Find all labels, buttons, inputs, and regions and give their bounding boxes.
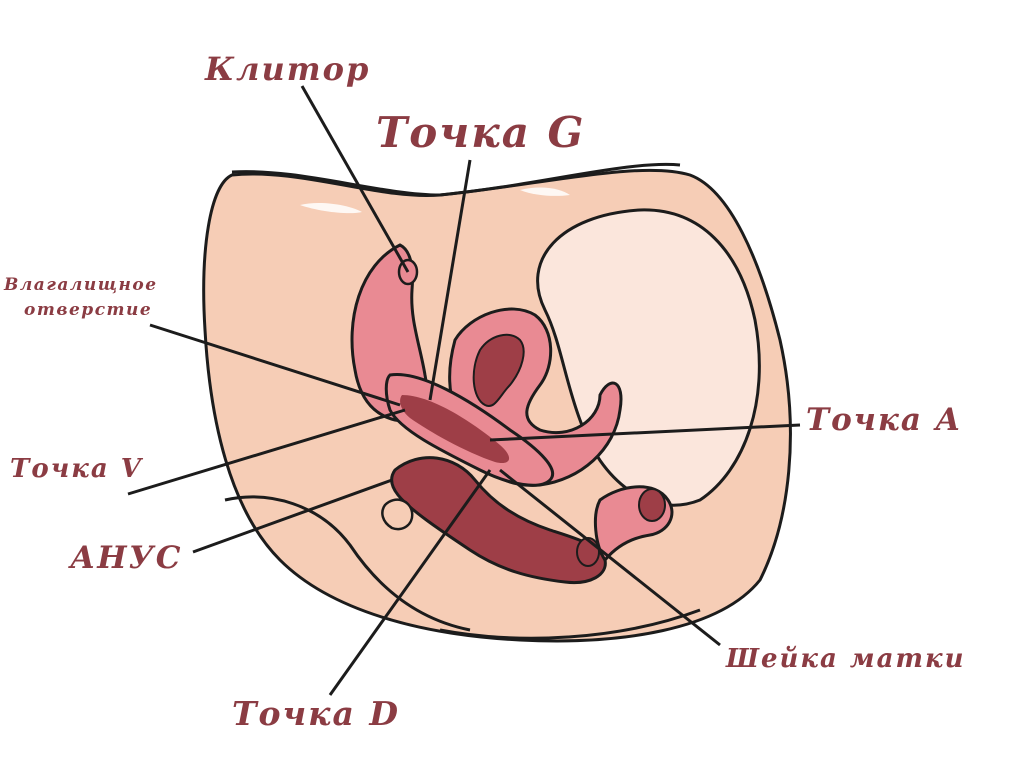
label-tochka-g: Точка G [376,108,586,157]
label-vlagalishchnoe-line2: отверстие [24,300,153,320]
skin-highlight-2 [520,187,570,196]
uterus-cavity [472,333,525,407]
pointer-tochka-v [127,408,406,496]
pointer-anus [192,478,393,554]
label-anus: АНУС [70,540,183,576]
pointer-vlagalishchnoe [149,323,401,407]
thigh-crease-left [224,495,471,632]
pointer-tochka-d [328,469,492,696]
hip-line [231,162,681,197]
anus-folds [381,498,414,531]
cervix-knob [576,537,600,567]
pointer-sheika-matki [499,468,721,647]
pointer-klitor [300,85,410,273]
label-tochka-a: Точка A [806,402,962,438]
label-tochka-v: Точка V [10,454,143,484]
pointer-tochka-g [428,159,472,401]
label-tochka-d: Точка D [232,694,400,733]
label-vlagalishchnoe-line1: Влагалищное [4,275,158,295]
label-klitor: Клитор [205,50,371,88]
thigh-crease-right [439,608,701,640]
skin-highlight-1 [300,202,362,214]
pointer-tochka-a [489,423,801,442]
vaginal-canal-inner [400,395,510,464]
label-sheika-matki: Шейка матки [726,644,966,674]
colon-opening [638,488,666,522]
